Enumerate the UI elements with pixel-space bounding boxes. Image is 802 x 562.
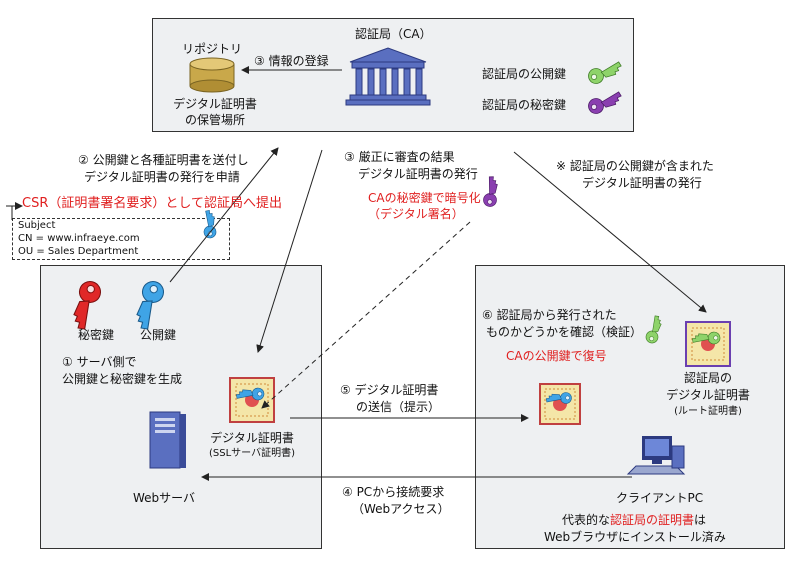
root-line2: デジタル証明書 xyxy=(666,388,750,402)
server-cert-label: デジタル証明書 xyxy=(210,431,294,445)
step5-line1: ⑤ デジタル証明書 xyxy=(340,383,439,397)
note-line1: ※ 認証局の公開鍵が含まれた xyxy=(556,159,714,173)
step6-line2: ものかどうかを確認（検証） xyxy=(486,325,643,339)
server-label: Webサーバ xyxy=(133,491,196,505)
pc-label: クライアントPC xyxy=(616,491,704,505)
repository-desc-1: デジタル証明書 xyxy=(173,97,257,111)
note-line2: デジタル証明書の発行 xyxy=(582,176,702,190)
client-panel xyxy=(475,265,785,549)
footer-post: は xyxy=(694,513,707,527)
root-sub: (ルート証明書) xyxy=(674,406,742,417)
step3-sign-1: CAの秘密鍵で暗号化 xyxy=(368,191,481,205)
ca-private-key-icon xyxy=(586,83,623,121)
csr-key-icon xyxy=(192,208,226,241)
pc-icon xyxy=(626,436,686,475)
footer-pre: 代表的な xyxy=(562,513,611,527)
client-certificate-icon xyxy=(539,383,581,425)
ca-public-key-icon xyxy=(586,53,623,91)
server-public-key-icon xyxy=(122,277,178,333)
server-public-key-label: 公開鍵 xyxy=(140,328,177,342)
step3-line1: ③ 厳正に審査の結果 xyxy=(344,150,455,164)
repository-disk-icon xyxy=(189,57,235,93)
repository-title: リポジトリ xyxy=(182,42,243,56)
repository-desc-2: の保管場所 xyxy=(184,113,245,127)
register-label: ③ 情報の登録 xyxy=(254,54,329,68)
ca-title: 認証局（CA） xyxy=(355,27,432,41)
footer-line2: Webブラウザにインストール済み xyxy=(544,530,726,544)
ca-building-icon xyxy=(345,47,431,106)
step3-line2: デジタル証明書の発行 xyxy=(358,167,478,181)
root-certificate-icon xyxy=(685,321,731,367)
csr-ou: OU = Sales Department xyxy=(18,246,139,257)
server-cert-sub: (SSLサーバ証明書) xyxy=(209,448,295,459)
step4-line2: （Webアクセス） xyxy=(352,502,450,516)
step5-line2: の送信（提示） xyxy=(356,400,441,414)
csr-cn: CN = www.infraeye.com xyxy=(18,233,140,244)
csr-subject: Subject xyxy=(18,220,56,231)
step3-sign-2: （デジタル署名） xyxy=(368,207,464,221)
verify-key-icon xyxy=(638,314,670,346)
footer-red: 認証局の証明書 xyxy=(610,513,695,527)
server-private-key-icon xyxy=(59,277,115,333)
server-private-key-label: 秘密鍵 xyxy=(78,328,115,342)
server-icon xyxy=(149,411,186,469)
step1-line1: ① サーバ側で xyxy=(62,355,137,369)
step6-line1: ⑥ 認証局から発行された xyxy=(482,308,617,322)
csr-label: CSR（証明書署名要求）として認証局へ提出 xyxy=(22,196,282,211)
certificate-icon xyxy=(229,377,275,423)
root-line1: 認証局の xyxy=(683,371,732,385)
footer-line1: 代表的な認証局の証明書は xyxy=(562,512,706,528)
ca-public-key-label: 認証局の公開鍵 xyxy=(482,67,567,81)
step1-line2: 公開鍵と秘密鍵を生成 xyxy=(62,372,183,386)
step2-line2: デジタル証明書の発行を申請 xyxy=(84,170,240,184)
step2-line1: ② 公開鍵と各種証明書を送付し xyxy=(78,153,249,167)
ca-private-key-label: 認証局の秘密鍵 xyxy=(482,98,567,112)
step4-line1: ④ PCから接続要求 xyxy=(342,485,445,499)
decrypt-label: CAの公開鍵で復号 xyxy=(506,349,607,363)
